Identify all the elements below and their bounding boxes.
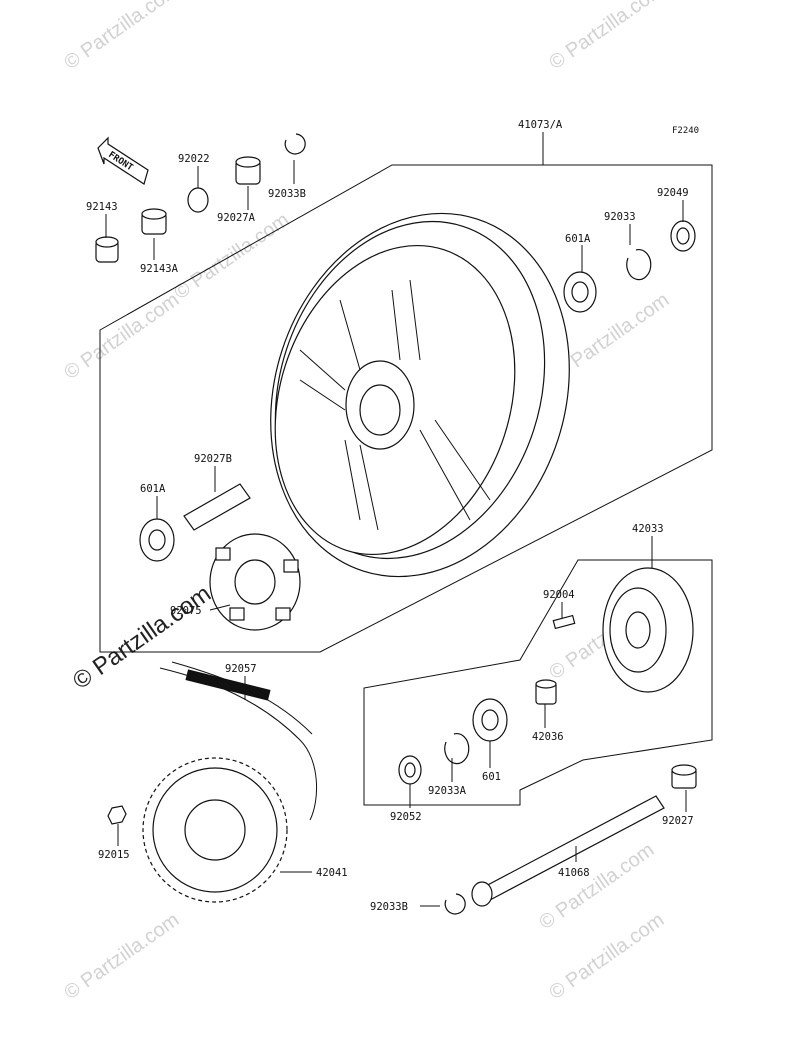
label-92057: 92057 [225, 663, 257, 675]
label-92033a: 92033A [428, 785, 467, 797]
diagram-code: F2240 [672, 126, 699, 136]
stud-92004-icon [552, 614, 576, 630]
label-42033: 42033 [632, 523, 664, 535]
sprocket-coupling-42033-icon [602, 567, 694, 693]
watermark: © Partzilla.com [60, 289, 183, 384]
collar-92143a-icon [141, 208, 167, 235]
watermark: © Partzilla.com [545, 909, 668, 1004]
circlip-92033b-bottom-icon [444, 893, 466, 915]
collar-92143-icon [95, 236, 119, 263]
watermark: © Partzilla.com [545, 0, 668, 74]
label-92033b-bottom: 92033B [370, 901, 408, 913]
circlip-92033b-top-icon [284, 133, 306, 155]
washer-92022-icon [187, 187, 209, 213]
label-92022: 92022 [178, 153, 210, 165]
label-92052: 92052 [390, 811, 422, 823]
label-92075: 92075 [170, 605, 202, 617]
circlip-92033-icon [626, 249, 652, 281]
label-92015: 92015 [98, 849, 130, 861]
collar-92027-icon [671, 764, 697, 789]
label-42036: 42036 [532, 731, 564, 743]
label-601a-top: 601A [565, 233, 591, 245]
label-42041: 42041 [316, 867, 348, 879]
label-92049: 92049 [657, 187, 689, 199]
label-601: 601 [482, 771, 501, 783]
label-92033b-top: 92033B [268, 188, 306, 200]
label-41073a: 41073/A [518, 119, 563, 131]
collar-42036-icon [535, 679, 557, 705]
seal-92052-icon [398, 755, 422, 785]
bearing-601-icon [472, 698, 508, 742]
chain-92057-icon [159, 661, 318, 821]
seal-92049-icon [670, 220, 696, 252]
damper-92075-icon [209, 533, 301, 631]
rear-sprocket-42041-icon [142, 757, 288, 903]
nut-92015-icon [107, 805, 127, 825]
axle-41068-icon [471, 795, 665, 907]
hub-assembly-outline [363, 559, 713, 806]
leader-lines [105, 132, 687, 907]
bearing-601a-top-icon [563, 271, 597, 313]
front-arrow-icon: FRONT [97, 136, 149, 185]
label-92027a: 92027A [217, 212, 256, 224]
label-92027b: 92027B [194, 453, 232, 465]
watermark: © Partzilla.com [60, 909, 183, 1004]
label-92027: 92027 [662, 815, 694, 827]
spacer-92027b-icon [183, 483, 251, 531]
circlip-92033a-icon [444, 733, 470, 765]
wheel-assembly-outline [99, 164, 713, 653]
bearing-601a-left-icon [139, 518, 175, 562]
label-92004: 92004 [543, 589, 575, 601]
label-601a-left: 601A [140, 483, 166, 495]
label-92143: 92143 [86, 201, 118, 213]
part-labels: 41073/A 92049 92033 601A 92022 92027A 92… [86, 119, 694, 913]
rear-wheel [270, 212, 570, 578]
label-92033: 92033 [604, 211, 636, 223]
label-92143a: 92143A [140, 263, 179, 275]
watermark: © Partzilla.com [60, 0, 183, 74]
collar-92027a-icon [235, 156, 261, 185]
label-41068: 41068 [558, 867, 590, 879]
